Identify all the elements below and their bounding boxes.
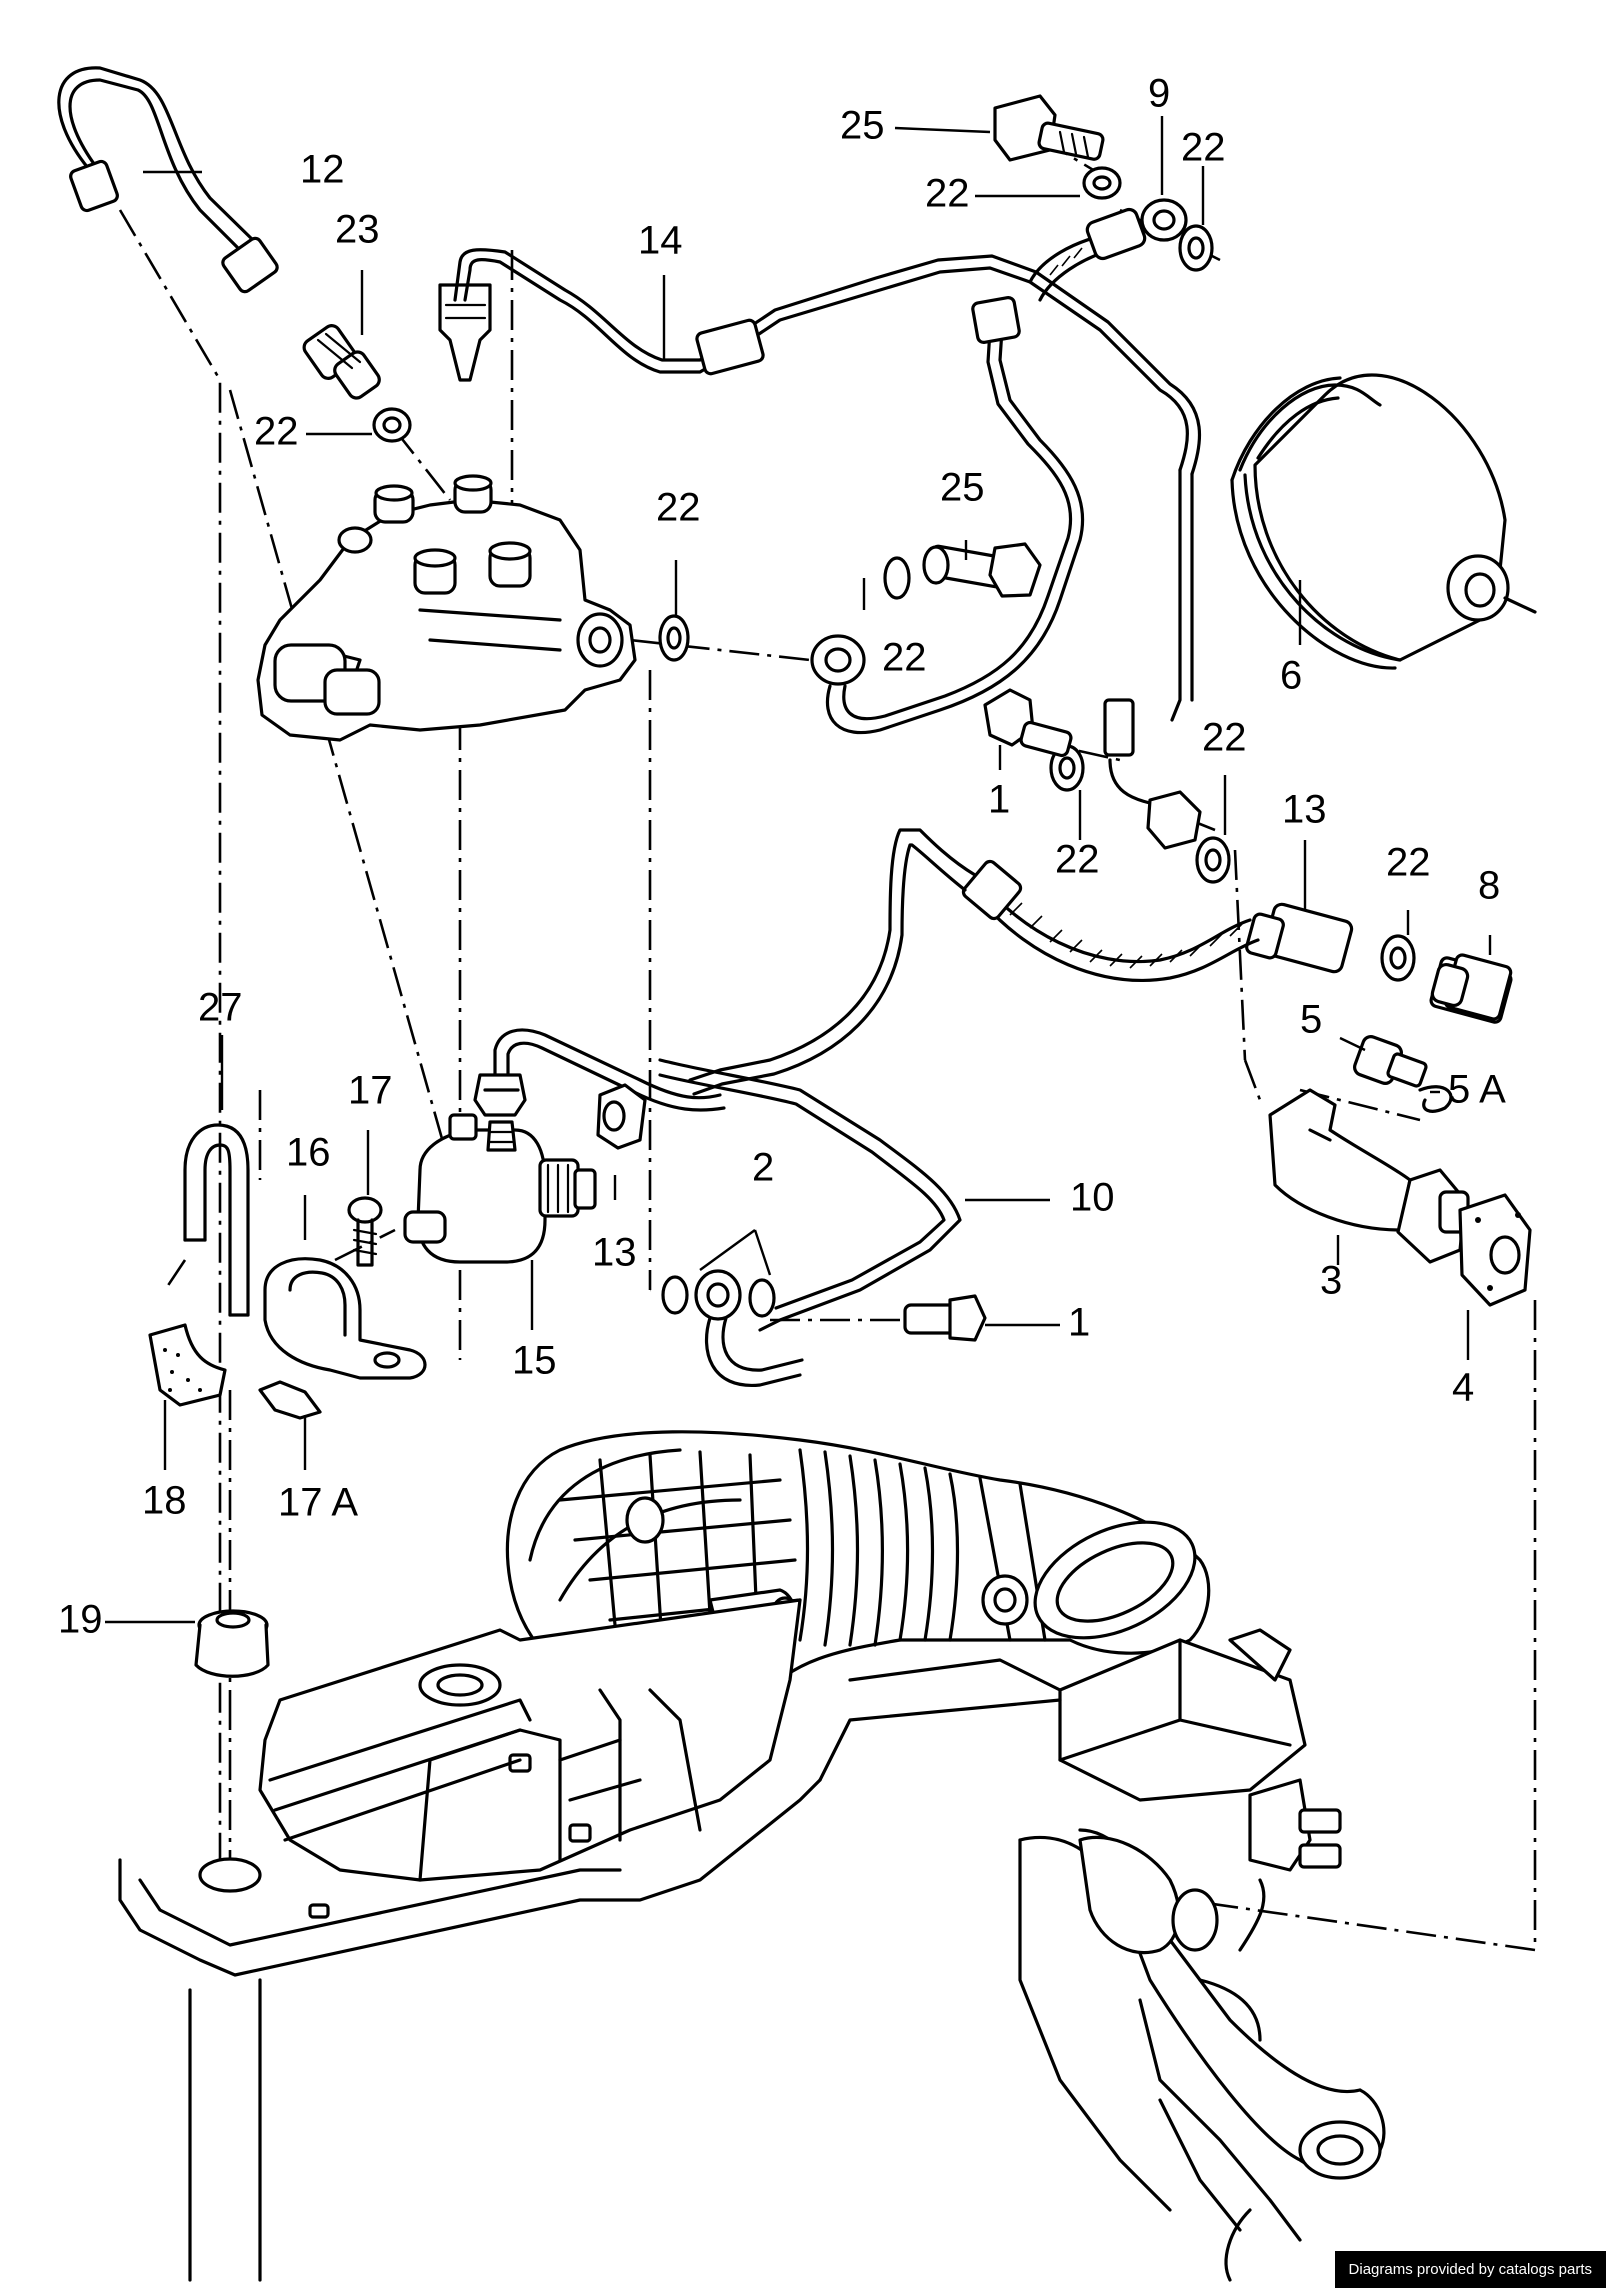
part-9-banjo-hose[interactable] bbox=[1028, 198, 1188, 302]
callout-3: 3 bbox=[1320, 1259, 1342, 1303]
callout-13-upper: 13 bbox=[1282, 788, 1327, 832]
part-1-banjo-bolt-upper[interactable] bbox=[983, 688, 1073, 758]
callout-2: 2 bbox=[752, 1146, 774, 1190]
part-17-screw[interactable] bbox=[347, 1196, 383, 1267]
callout-27: 27 bbox=[198, 986, 243, 1030]
part-18-damper[interactable] bbox=[148, 1323, 227, 1407]
callout-4: 4 bbox=[1452, 1366, 1474, 1410]
callout-22-distributor: 22 bbox=[254, 410, 299, 454]
phantom-lines bbox=[118, 148, 1537, 1952]
part-10-fuel-line[interactable] bbox=[658, 1058, 962, 1387]
callout-22-banjo: 22 bbox=[882, 636, 927, 680]
part-13-union-upper[interactable] bbox=[1108, 758, 1354, 974]
callout-14: 14 bbox=[638, 219, 683, 263]
part-8-fitting[interactable] bbox=[1429, 953, 1513, 1024]
part-25-banjo-bolt-top[interactable] bbox=[993, 94, 1105, 162]
callout-8: 8 bbox=[1478, 864, 1500, 908]
callout-22-lower-right: 22 bbox=[1386, 841, 1431, 885]
part-19-grommet[interactable] bbox=[194, 1609, 270, 1678]
part-14-fuel-line[interactable] bbox=[438, 248, 1202, 757]
diagram-credit: Diagrams provided by catalogs parts bbox=[1334, 2251, 1606, 2288]
callout-17: 17 bbox=[348, 1069, 393, 1113]
part-16-clamp[interactable] bbox=[263, 1257, 427, 1380]
part-13-union-lower[interactable] bbox=[596, 1083, 647, 1150]
callout-22-top-left: 22 bbox=[925, 172, 970, 216]
part-4-gasket[interactable] bbox=[1458, 1193, 1532, 1307]
callout-25-mid: 25 bbox=[940, 466, 985, 510]
callout-22-lower-left: 22 bbox=[1055, 838, 1100, 882]
callout-17a: 17 A bbox=[278, 1481, 358, 1525]
callout-12: 12 bbox=[300, 148, 345, 192]
callout-1-lower: 1 bbox=[1068, 1301, 1090, 1345]
callout-18: 18 bbox=[142, 1479, 187, 1523]
part-3-cold-start-valve[interactable] bbox=[1268, 1088, 1470, 1264]
fuel-distributor[interactable] bbox=[256, 474, 637, 742]
part-5a-clip[interactable] bbox=[1418, 1085, 1453, 1113]
callout-5: 5 bbox=[1300, 998, 1322, 1042]
callout-15: 15 bbox=[512, 1339, 557, 1383]
sealing-rings[interactable] bbox=[372, 166, 1416, 1318]
part-17a-clip[interactable] bbox=[258, 1380, 322, 1420]
braided-fuel-hose[interactable] bbox=[688, 828, 1260, 1096]
callout-6: 6 bbox=[1280, 654, 1302, 698]
part-25-banjo-bolt-mid[interactable] bbox=[922, 542, 1042, 598]
callout-9: 9 bbox=[1148, 72, 1170, 116]
part-23-fitting[interactable] bbox=[301, 323, 382, 402]
part-5-screw[interactable] bbox=[1352, 1034, 1428, 1088]
part-6-fuel-filter[interactable] bbox=[1230, 373, 1537, 670]
callout-10: 10 bbox=[1070, 1176, 1115, 1220]
callout-1-upper: 1 bbox=[988, 778, 1010, 822]
callout-23: 23 bbox=[335, 208, 380, 252]
callout-19: 19 bbox=[58, 1598, 103, 1642]
mixture-control-base bbox=[258, 1598, 802, 1882]
leader-lines bbox=[105, 116, 1492, 1624]
part-27-hose[interactable] bbox=[183, 1123, 250, 1317]
callout-22-mid: 22 bbox=[656, 486, 701, 530]
body-panel bbox=[118, 1778, 822, 2282]
callout-22-top-right: 22 bbox=[1181, 126, 1226, 170]
callout-5a: 5 A bbox=[1448, 1068, 1506, 1112]
callout-25-top: 25 bbox=[840, 104, 885, 148]
callout-22-lower-mid: 22 bbox=[1202, 716, 1247, 760]
callout-16: 16 bbox=[286, 1131, 331, 1175]
callouts: 25 22 9 22 12 23 22 14 22 25 22 6 1 22 2… bbox=[58, 72, 1506, 1642]
part-15-pressure-regulator[interactable] bbox=[403, 1113, 597, 1264]
callout-13-lower: 13 bbox=[592, 1231, 637, 1275]
part-12-injector-line[interactable] bbox=[57, 66, 280, 294]
part-1-banjo-bolt-lower[interactable] bbox=[903, 1294, 987, 1342]
intake-manifold bbox=[818, 1628, 1386, 2282]
banjo-union-distributor[interactable] bbox=[810, 296, 1085, 735]
